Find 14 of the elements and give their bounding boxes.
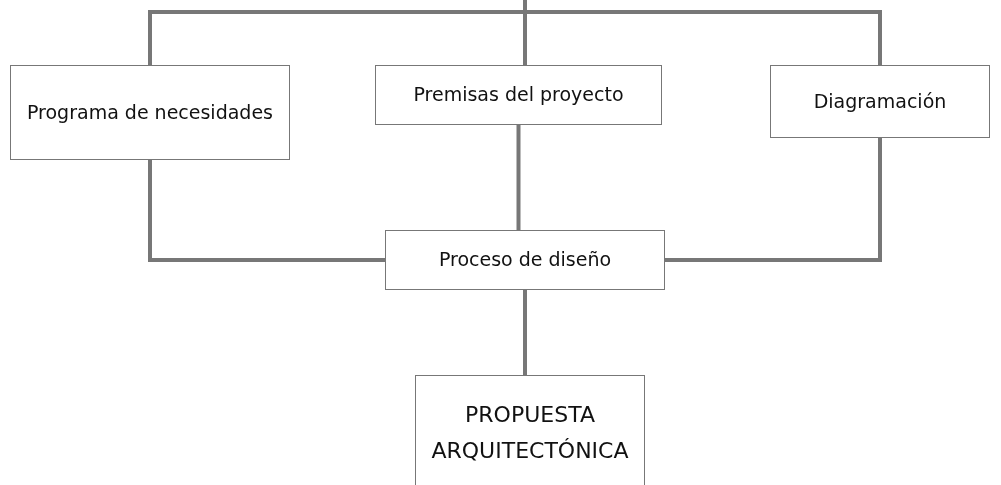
- process-box: [10, 65, 290, 160]
- box-label: Proceso de diseño: [437, 247, 613, 273]
- box-label: Diagramación: [812, 88, 948, 114]
- connector-line: [523, 290, 527, 375]
- connector-line: [148, 160, 385, 262]
- process-box: [415, 375, 645, 485]
- box-label: Premisas del proyecto: [412, 82, 625, 108]
- process-box: [770, 65, 990, 138]
- process-box: [375, 65, 662, 125]
- connector-line: [665, 138, 882, 262]
- box-label: PROPUESTA ARQUITECTÓNICA: [430, 401, 630, 465]
- box-label: Programa de necesidades: [25, 99, 274, 125]
- process-box: [385, 230, 665, 290]
- connector-line: [516, 125, 521, 230]
